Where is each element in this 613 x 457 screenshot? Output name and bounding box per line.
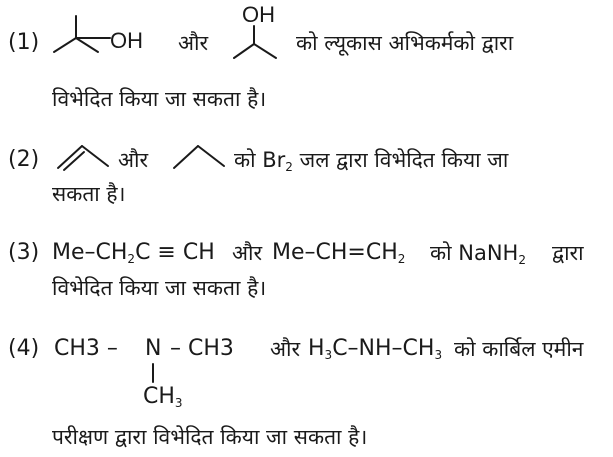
hydroxyl-label: OH bbox=[242, 2, 275, 27]
option-text-continuation: विभेदित किया जा सकता है। bbox=[52, 87, 267, 111]
option-text: द्वारा bbox=[552, 241, 584, 265]
trimethylamine-right-methyl: – CH3 bbox=[170, 336, 234, 361]
option-number: (3) bbox=[8, 240, 40, 265]
conjunction: और bbox=[270, 337, 301, 361]
dimethylamine-formula: H3C–NH–CH3 bbox=[308, 336, 443, 362]
option-text: को Br2 जल द्वारा विभेदित किया जा bbox=[234, 148, 509, 174]
option-text-continuation: विभेदित किया जा सकता है। bbox=[52, 276, 267, 300]
option-text-continuation: सकता है। bbox=[52, 182, 126, 206]
option-text-continuation: परीक्षण द्वारा विभेदित किया जा सकता है। bbox=[52, 425, 368, 449]
option-text: को कार्बिल एमीन bbox=[454, 337, 584, 361]
trimethylamine-nitrogen: N bbox=[145, 336, 162, 361]
option-number: (1) bbox=[8, 30, 40, 55]
option-number: (4) bbox=[8, 336, 40, 361]
option-number: (2) bbox=[8, 147, 40, 172]
option-text: को ल्यूकास अभिकर्मको द्वारा bbox=[296, 31, 514, 55]
reagent-text: को NaNH2 bbox=[430, 241, 526, 267]
tert-butanol-structure: OH bbox=[53, 15, 143, 53]
propene-formula: Me–CH=CH2 bbox=[272, 240, 406, 266]
conjunction: और bbox=[118, 148, 149, 172]
isopropanol-structure: OH bbox=[233, 2, 277, 59]
trimethylamine-bottom-methyl: CH3 bbox=[143, 384, 183, 410]
propene-structure bbox=[57, 145, 109, 171]
amine-bond bbox=[152, 363, 154, 383]
hydroxyl-label: OH bbox=[110, 28, 143, 53]
trimethylamine-left-methyl: CH3 – bbox=[54, 336, 118, 361]
but-1-yne-formula: Me–CH2C ≡ CH bbox=[52, 240, 215, 266]
conjunction: और bbox=[178, 31, 209, 55]
conjunction: और bbox=[232, 241, 263, 265]
propane-structure bbox=[173, 145, 225, 169]
